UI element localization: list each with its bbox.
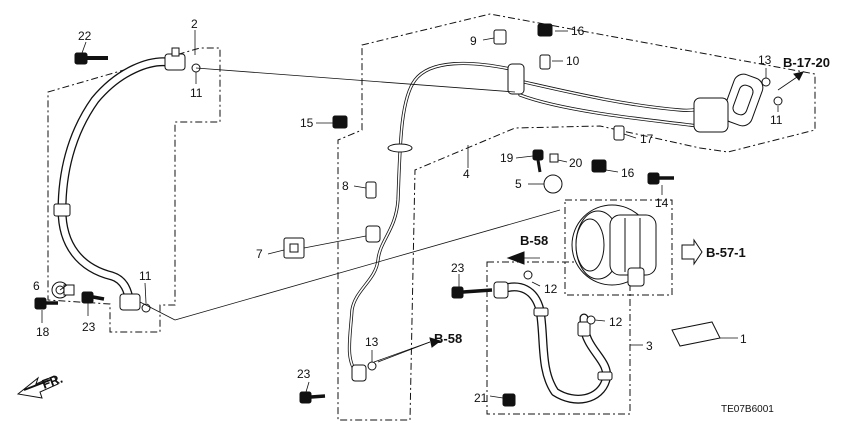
suction-pipe [347,61,728,382]
callout-10: 10 [566,54,580,68]
callout-18: 18 [36,325,50,339]
bracket-7 [283,237,305,259]
callout-8: 8 [342,179,349,193]
callout-7: 7 [256,247,263,261]
callout-16-top: 16 [571,24,585,38]
callout-22: 22 [78,29,92,43]
caution-label-1 [671,321,721,347]
bolt-22 [74,52,108,65]
callout-12-bottom: 12 [609,315,623,329]
suction-hose [493,270,613,404]
group-outline-2 [47,47,221,333]
ref-b-57-1: B-57-1 [706,245,746,260]
pressure-switch-8 [365,181,377,199]
group-outline-4 [337,13,816,421]
callout-21: 21 [474,391,488,405]
callout-6: 6 [33,279,40,293]
callout-20: 20 [569,156,583,170]
callout-5: 5 [515,177,522,191]
callout-1: 1 [740,332,747,346]
callout-4: 4 [463,167,470,181]
leader-lines [41,30,779,399]
part-5-19-20 [532,149,563,194]
callout-11-right: 11 [770,113,783,127]
callout-13-right: 13 [758,53,772,67]
compressor [571,204,657,287]
callout-11-left-bottom: 11 [139,269,152,283]
front-arrow [16,375,59,399]
bolt-18 [34,297,58,310]
diagram-code: TE07B6001 [721,404,774,415]
callout-16-bottom: 16 [621,166,635,180]
callout-9: 9 [470,34,477,48]
bolt-23-right [451,286,493,299]
clip-21 [502,393,516,407]
bolt-23-left [81,291,105,304]
callout-11-left-top: 11 [190,86,203,100]
gasket-plate [693,73,783,133]
callout-23-mid: 23 [297,367,311,381]
callout-23-left: 23 [82,320,96,334]
group-outline-compressor [564,199,673,296]
discharge-hose [53,47,201,313]
ref-b-17-20: B-17-20 [783,55,830,70]
front-label: FR. [40,371,65,392]
ref-b-58-bottom: B-58 [434,331,462,346]
callout-13-mid: 13 [365,335,379,349]
callout-23-right: 23 [451,261,465,275]
bolt-23-mid [299,391,326,404]
clamp-6 [51,281,75,299]
bolt-14 [647,172,674,185]
ref-arrows [377,71,804,363]
callout-14: 14 [655,196,669,210]
callout-15: 15 [300,116,314,130]
callout-12-top: 12 [544,282,558,296]
callout-17: 17 [640,132,654,146]
callout-19: 19 [500,151,514,165]
callout-labels: 2 22 11 11 6 18 23 15 8 7 13 23 9 16 10 … [33,17,783,405]
callout-2: 2 [191,17,198,31]
callout-3: 3 [646,339,653,353]
fittings-top [332,23,625,173]
ref-b-58-top: B-58 [520,233,548,248]
